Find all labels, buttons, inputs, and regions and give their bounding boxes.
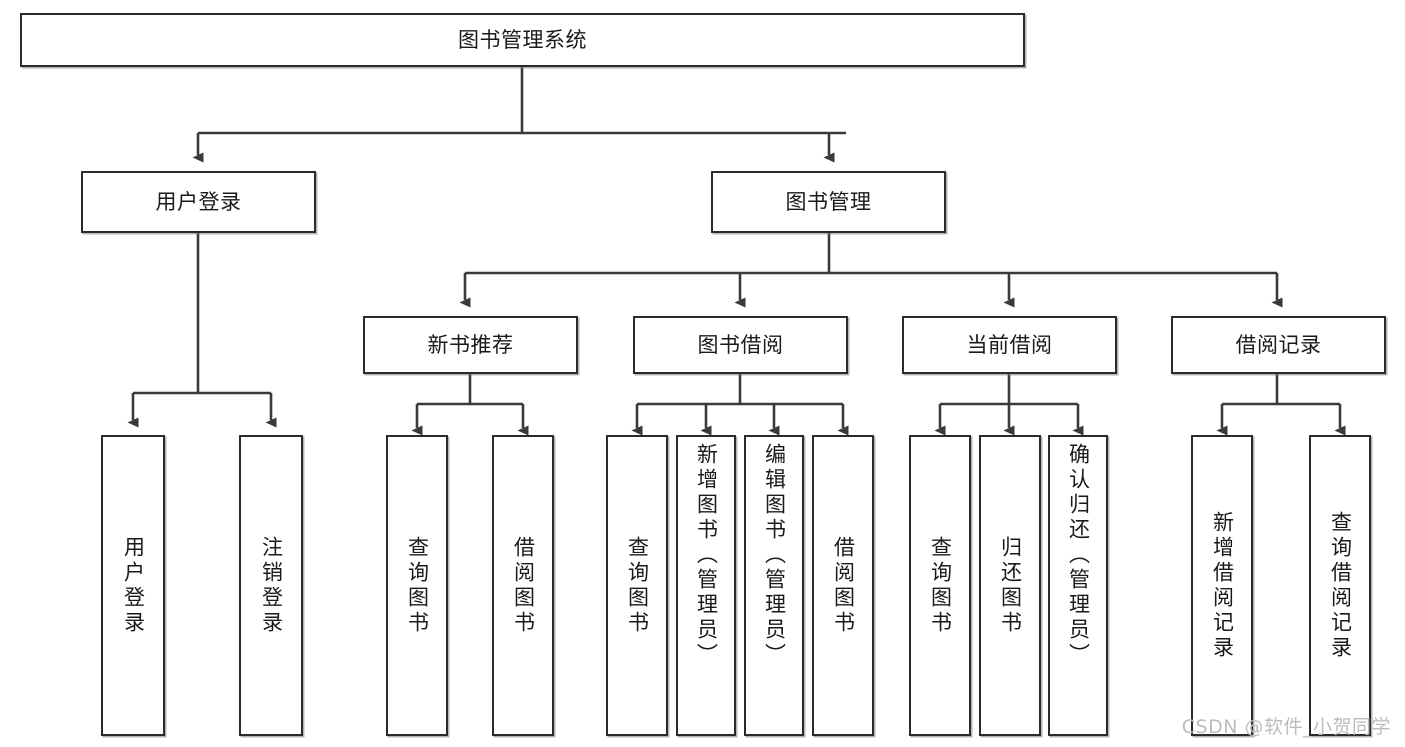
node-leaf-confirm-return[interactable]: 确认归还（管理员） xyxy=(1048,435,1108,736)
node-leaf-user-login-label: 用户登录 xyxy=(121,535,146,636)
node-leaf-return-book[interactable]: 归还图书 xyxy=(979,435,1041,736)
node-current-borrow[interactable]: 当前借阅 xyxy=(902,316,1117,374)
node-book-borrow[interactable]: 图书借阅 xyxy=(633,316,848,374)
node-leaf-borrow-book-2[interactable]: 借阅图书 xyxy=(812,435,874,736)
node-leaf-query-book-2-label: 查询图书 xyxy=(625,535,650,636)
node-leaf-query-book-3[interactable]: 查询图书 xyxy=(909,435,971,736)
node-leaf-borrow-book-2-label: 借阅图书 xyxy=(831,535,856,636)
node-book-manage[interactable]: 图书管理 xyxy=(711,171,946,233)
node-leaf-query-record[interactable]: 查询借阅记录 xyxy=(1309,435,1371,736)
node-leaf-return-book-label: 归还图书 xyxy=(998,535,1023,636)
node-book-borrow-label: 图书借阅 xyxy=(697,332,784,357)
node-new-book-rec[interactable]: 新书推荐 xyxy=(363,316,578,374)
node-leaf-query-book-1-label: 查询图书 xyxy=(405,535,430,636)
node-user-login[interactable]: 用户登录 xyxy=(81,171,316,233)
node-leaf-logout-label: 注销登录 xyxy=(259,535,284,636)
node-leaf-add-record-label: 新增借阅记录 xyxy=(1210,510,1235,661)
node-leaf-confirm-return-label: 确认归还（管理员） xyxy=(1066,443,1091,668)
node-borrow-record-label: 借阅记录 xyxy=(1235,332,1322,357)
node-book-manage-label: 图书管理 xyxy=(785,189,872,214)
node-borrow-record[interactable]: 借阅记录 xyxy=(1171,316,1386,374)
node-leaf-query-book-1[interactable]: 查询图书 xyxy=(386,435,448,736)
node-root-label: 图书管理系统 xyxy=(458,27,587,52)
node-leaf-query-book-2[interactable]: 查询图书 xyxy=(606,435,668,736)
node-new-book-rec-label: 新书推荐 xyxy=(427,332,514,357)
node-leaf-edit-book[interactable]: 编辑图书（管理员） xyxy=(744,435,804,736)
csdn-watermark: CSDN @软件_小贺同学 xyxy=(1181,716,1391,738)
node-leaf-borrow-book-1-label: 借阅图书 xyxy=(511,535,536,636)
node-leaf-query-book-3-label: 查询图书 xyxy=(928,535,953,636)
node-leaf-logout[interactable]: 注销登录 xyxy=(239,435,303,736)
node-leaf-edit-book-label: 编辑图书（管理员） xyxy=(762,443,787,668)
node-user-login-label: 用户登录 xyxy=(155,189,242,214)
node-root[interactable]: 图书管理系统 xyxy=(20,13,1025,67)
node-leaf-borrow-book-1[interactable]: 借阅图书 xyxy=(492,435,554,736)
node-current-borrow-label: 当前借阅 xyxy=(966,332,1053,357)
node-leaf-query-record-label: 查询借阅记录 xyxy=(1328,510,1353,661)
node-leaf-add-record[interactable]: 新增借阅记录 xyxy=(1191,435,1253,736)
node-leaf-user-login[interactable]: 用户登录 xyxy=(101,435,165,736)
node-leaf-add-book-label: 新增图书（管理员） xyxy=(694,443,719,668)
node-leaf-add-book[interactable]: 新增图书（管理员） xyxy=(676,435,736,736)
